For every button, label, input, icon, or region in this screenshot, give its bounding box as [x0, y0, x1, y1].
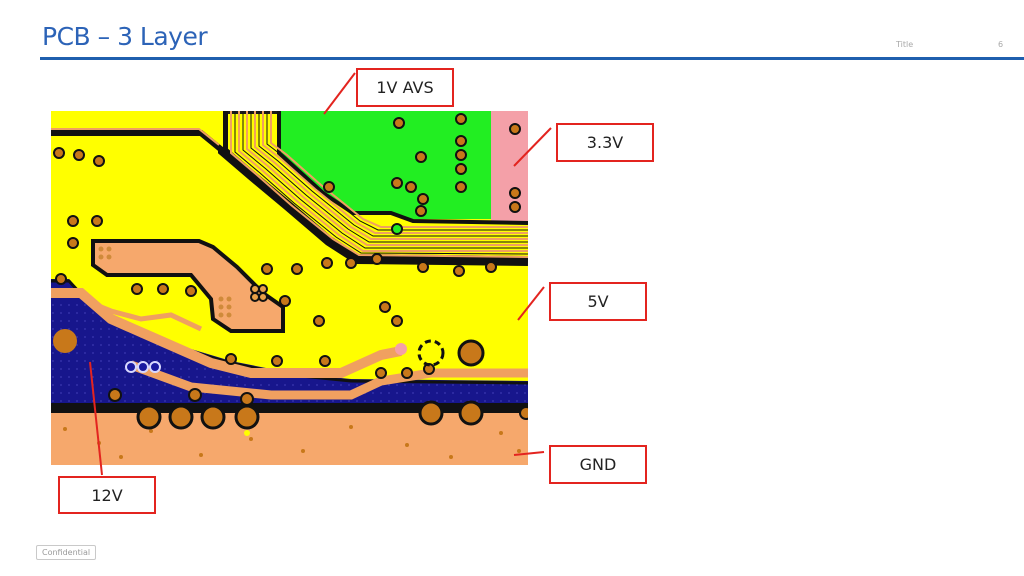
callout-12v: 12V — [58, 476, 156, 514]
callout-1v-avs: 1V AVS — [356, 68, 454, 107]
confidential-tag: Confidential — [36, 545, 97, 560]
slide-title: PCB – 3 Layer — [42, 22, 208, 51]
pcb-layer-image — [51, 111, 528, 465]
section-label: Title — [896, 40, 914, 49]
header-rule — [40, 57, 1024, 60]
pcb-layout-drawing — [51, 111, 528, 465]
callout-gnd: GND — [549, 445, 647, 484]
callout-5v: 5V — [549, 282, 647, 321]
page-number: 6 — [998, 40, 1004, 49]
callout-3v3: 3.3V — [556, 123, 654, 162]
